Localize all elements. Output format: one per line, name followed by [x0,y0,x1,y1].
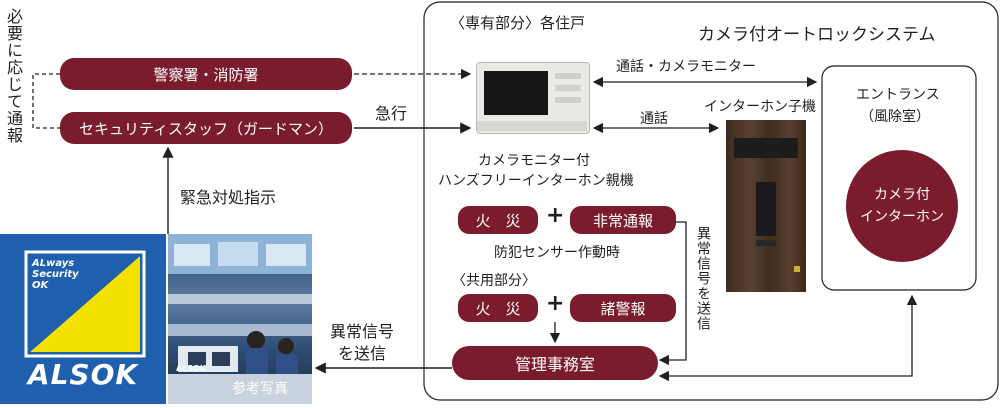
entrance-label-1: エントランス [856,87,940,103]
control-room-photo: ALSOK 参考写真 [168,234,312,404]
abnormal-signal-send-vertical: 異常信号を送信 [695,226,711,331]
alarms-tag: 諸警報 [570,294,676,322]
logo-tagline-3: OK [32,280,49,291]
intercom-main-unit [476,62,590,134]
logo-tagline-2: Security [32,269,79,280]
notify-if-needed-label: 必要に応じて通報 [4,8,23,144]
camera-intercom-circle: カメラ付 インターホン [846,150,958,262]
intercom-child-label: インターホン子機 [704,99,816,115]
fire-tag-common: 火 災 [458,294,538,322]
emergency-report-tag: 非常通報 [570,206,676,234]
private-area-label: 〈専有部分〉各住戸 [450,14,586,32]
alsok-logo-graphic [24,250,146,358]
send-label: を送信 [338,344,387,363]
intercom-child-unit [726,120,806,292]
police-fire-box: 警察署・消防署 [60,58,352,90]
dashed-bracket [32,73,60,129]
crime-sensor-label: 防犯センサー作動時 [494,245,620,261]
private-area-frame [423,1,999,401]
abnormal-signal-label: 異常信号 [330,322,395,341]
emergency-to-office-arrow [658,221,687,366]
management-office-box: 管理事務室 [452,346,658,380]
alsok-logo-name: ALSOK [27,358,139,391]
alsok-logo: ALways Security OK ALSOK [0,234,166,404]
office-to-entrance-arrow [658,294,918,382]
camera-slot [734,138,798,158]
camera-intercom-label-2: インターホン [860,209,944,225]
call-label: 通話 [640,111,668,127]
keypad [756,182,776,236]
system-title: カメラ付オートロックシステム [698,25,936,45]
call-camera-monitor-label: 通話・カメラモニター [616,59,756,75]
entrance-frame [821,65,977,291]
main-unit-label-2: ハンズフリーインターホン親機 [438,173,634,189]
camera-intercom-label-1: カメラ付 [874,187,930,203]
security-staff-box: セキュリティスタッフ（ガードマン） [60,112,352,144]
main-unit-label-1: カメラモニター付 [478,153,590,169]
reference-photo-label: 参考写真 [232,381,288,397]
control-room-scene [168,234,312,404]
plus-icon: + [546,291,565,316]
logo-tagline-1: ALways [32,258,75,269]
dispatch-label: 急行 [375,104,408,123]
entrance-label-2: （風除室） [860,109,930,125]
photo-logo: ALSOK [176,364,207,373]
common-area-label: 〈共用部分〉 [452,273,536,289]
emergency-instruction-label: 緊急対処指示 [180,188,277,207]
fire-tag-private: 火 災 [458,206,538,234]
plus-icon: + [546,203,565,228]
monitor-screen [484,71,548,115]
